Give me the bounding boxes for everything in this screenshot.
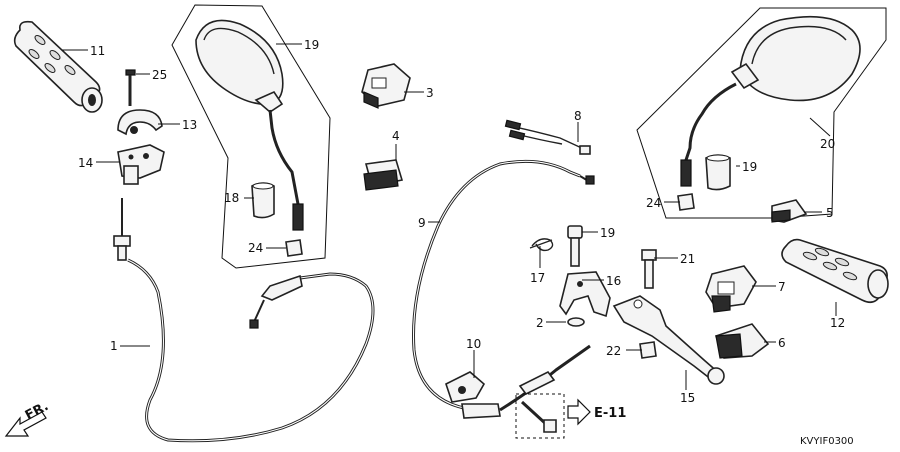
clutch-lever (612, 295, 725, 385)
switch-6 (714, 323, 770, 359)
figure-code: KVYIF0300 (800, 436, 854, 447)
clutch-cable (412, 159, 595, 412)
callout-3: 3 (426, 86, 434, 100)
callout-22: 21 (680, 252, 695, 266)
reference-label: E-11 (594, 406, 626, 421)
callout-4: 4 (392, 129, 400, 143)
callout-9: 9 (418, 216, 426, 230)
callout-19-left: 18 (224, 191, 239, 205)
mirror-boot-19-left (251, 182, 275, 219)
callout-10: 10 (466, 337, 481, 351)
switch-7 (705, 265, 757, 313)
callout-13: 13 (182, 118, 197, 132)
right-grip (781, 238, 889, 304)
nut-24-right (677, 193, 695, 211)
switch-3 (361, 63, 411, 109)
callout-16: 16 (606, 274, 621, 288)
mirror-right-assembly-frame (636, 7, 887, 219)
pivot-bolt-18 (567, 225, 583, 267)
screw-25 (125, 69, 136, 106)
callout-25: 25 (152, 68, 167, 82)
throttle-housing (117, 144, 165, 185)
callout-7: 7 (778, 280, 786, 294)
callout-23: 22 (606, 344, 621, 358)
callout-20: 19 (304, 38, 319, 52)
callout-18: 19 (600, 226, 615, 240)
leader-lines (62, 43, 837, 390)
washer-2 (567, 317, 585, 327)
mirror-left-assembly-frame (171, 4, 331, 269)
wire-harness (504, 119, 591, 155)
mirror-boot-19-right (705, 154, 731, 191)
left-mirror (195, 19, 304, 231)
callout-1: 1 (110, 339, 118, 353)
callout-14: 14 (78, 156, 93, 170)
front-direction-arrow (4, 411, 47, 437)
callout-5: 5 (826, 206, 834, 220)
callout-21: 20 (820, 137, 835, 151)
callout-12: 12 (830, 316, 845, 330)
reference-bolt (515, 393, 565, 439)
cable-adjuster (445, 344, 591, 419)
bolt-22 (641, 249, 657, 289)
clip-17 (529, 238, 554, 252)
callout-6: 6 (778, 336, 786, 350)
callout-2: 2 (536, 316, 544, 330)
nut-23 (639, 341, 657, 359)
switch-4 (363, 159, 404, 191)
callout-19-right: 19 (742, 160, 757, 174)
throttle-housing-cap (117, 109, 163, 136)
left-grip (13, 20, 103, 113)
right-mirror (680, 15, 861, 187)
callout-24-right: 24 (646, 196, 661, 210)
callout-8: 8 (574, 109, 582, 123)
throttle-cable (113, 198, 375, 443)
callout-17: 17 (530, 271, 545, 285)
reference-arrow (567, 398, 591, 426)
callout-24-left: 24 (248, 241, 263, 255)
callout-11: 11 (90, 44, 105, 58)
switch-5 (771, 199, 808, 223)
nut-24-left (285, 239, 303, 257)
lever-bracket (559, 271, 611, 318)
callout-15: 15 (680, 391, 695, 405)
